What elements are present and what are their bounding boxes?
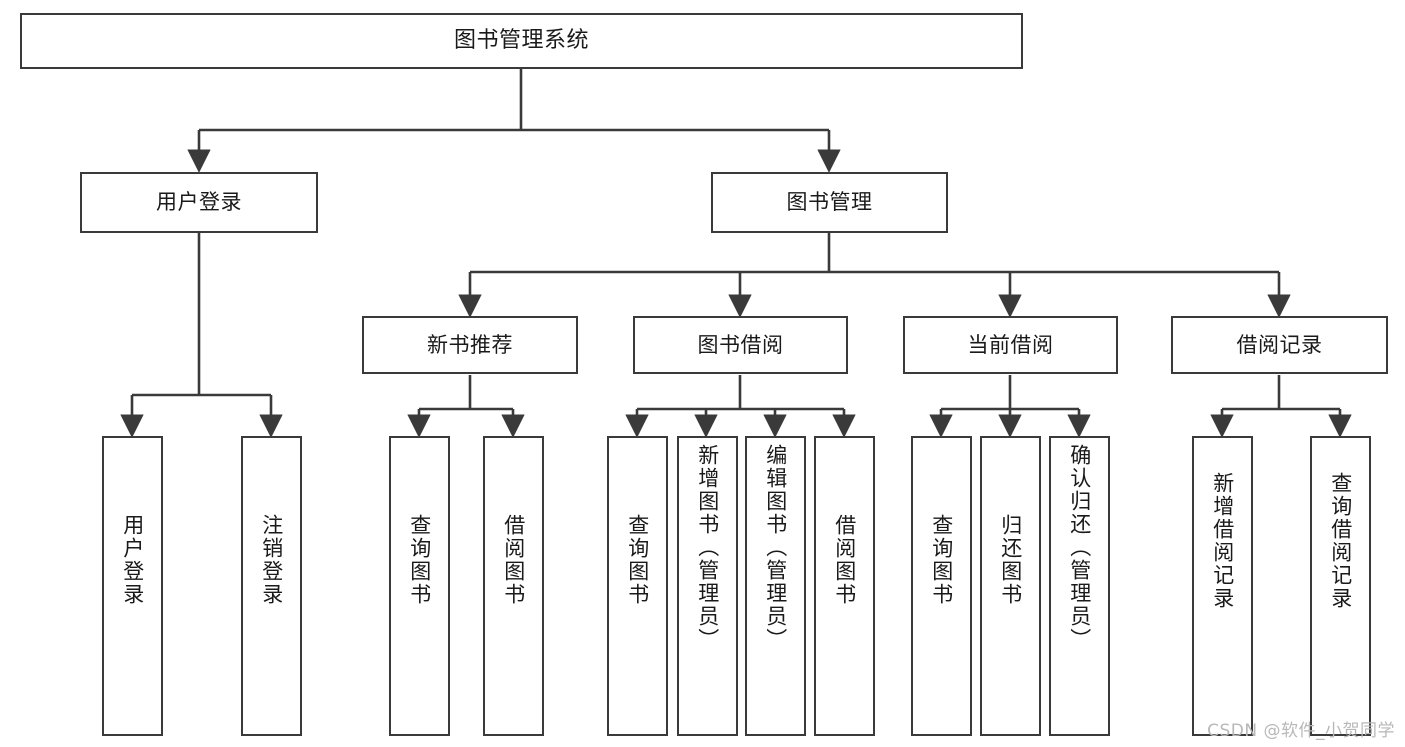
leaf-logout-login[interactable]: 注销登录 (241, 436, 302, 736)
node-label: 用户登录 (156, 190, 242, 214)
node-label: 查询图书 (625, 514, 650, 606)
node-label: 编辑图书（管理员） (763, 444, 788, 651)
node-label: 借阅图书 (832, 514, 857, 606)
leaf-query-borrow-record[interactable]: 查询借阅记录 (1310, 436, 1371, 736)
node-label: 图书管理系统 (453, 28, 589, 53)
node-label: 新增借阅记录 (1210, 472, 1235, 610)
node-label: 注销登录 (259, 514, 284, 606)
node-book-borrow[interactable]: 图书借阅 (633, 316, 848, 374)
node-new-book-recommend[interactable]: 新书推荐 (362, 316, 578, 374)
node-user-login[interactable]: 用户登录 (80, 172, 318, 233)
node-book-manage[interactable]: 图书管理 (711, 172, 948, 233)
node-label: 新书推荐 (427, 332, 513, 357)
leaf-query-book-recommend[interactable]: 查询图书 (389, 436, 450, 736)
leaf-edit-book[interactable]: 编辑图书（管理员） (745, 436, 806, 736)
leaf-return-book[interactable]: 归还图书 (980, 436, 1041, 736)
node-label: 图书管理 (786, 190, 873, 214)
node-label: 查询图书 (929, 514, 954, 606)
node-label: 当前借阅 (967, 332, 1054, 357)
leaf-query-book-borrow[interactable]: 查询图书 (607, 436, 668, 736)
leaf-add-book[interactable]: 新增图书（管理员） (677, 436, 738, 736)
node-label: 查询借阅记录 (1328, 472, 1353, 610)
node-label: 用户登录 (120, 514, 145, 606)
leaf-query-book-current[interactable]: 查询图书 (911, 436, 972, 736)
leaf-borrow-book-recommend[interactable]: 借阅图书 (483, 436, 544, 736)
node-borrow-record[interactable]: 借阅记录 (1171, 316, 1388, 374)
leaf-add-borrow-record[interactable]: 新增借阅记录 (1192, 436, 1253, 736)
node-label: 借阅记录 (1236, 332, 1323, 357)
node-label: 确认归还（管理员） (1067, 444, 1092, 651)
node-label: 新增图书（管理员） (695, 444, 720, 651)
node-label: 借阅图书 (501, 514, 526, 606)
leaf-confirm-return[interactable]: 确认归还（管理员） (1049, 436, 1110, 736)
node-root-book-management-system[interactable]: 图书管理系统 (20, 13, 1023, 69)
node-label: 图书借阅 (697, 332, 784, 357)
node-current-borrow[interactable]: 当前借阅 (903, 316, 1118, 374)
node-label: 归还图书 (998, 514, 1023, 606)
leaf-user-login[interactable]: 用户登录 (102, 436, 163, 736)
leaf-borrow-book[interactable]: 借阅图书 (814, 436, 875, 736)
node-label: 查询图书 (407, 514, 432, 606)
csdn-watermark: CSDN @软件_小贺同学 (1207, 721, 1395, 741)
